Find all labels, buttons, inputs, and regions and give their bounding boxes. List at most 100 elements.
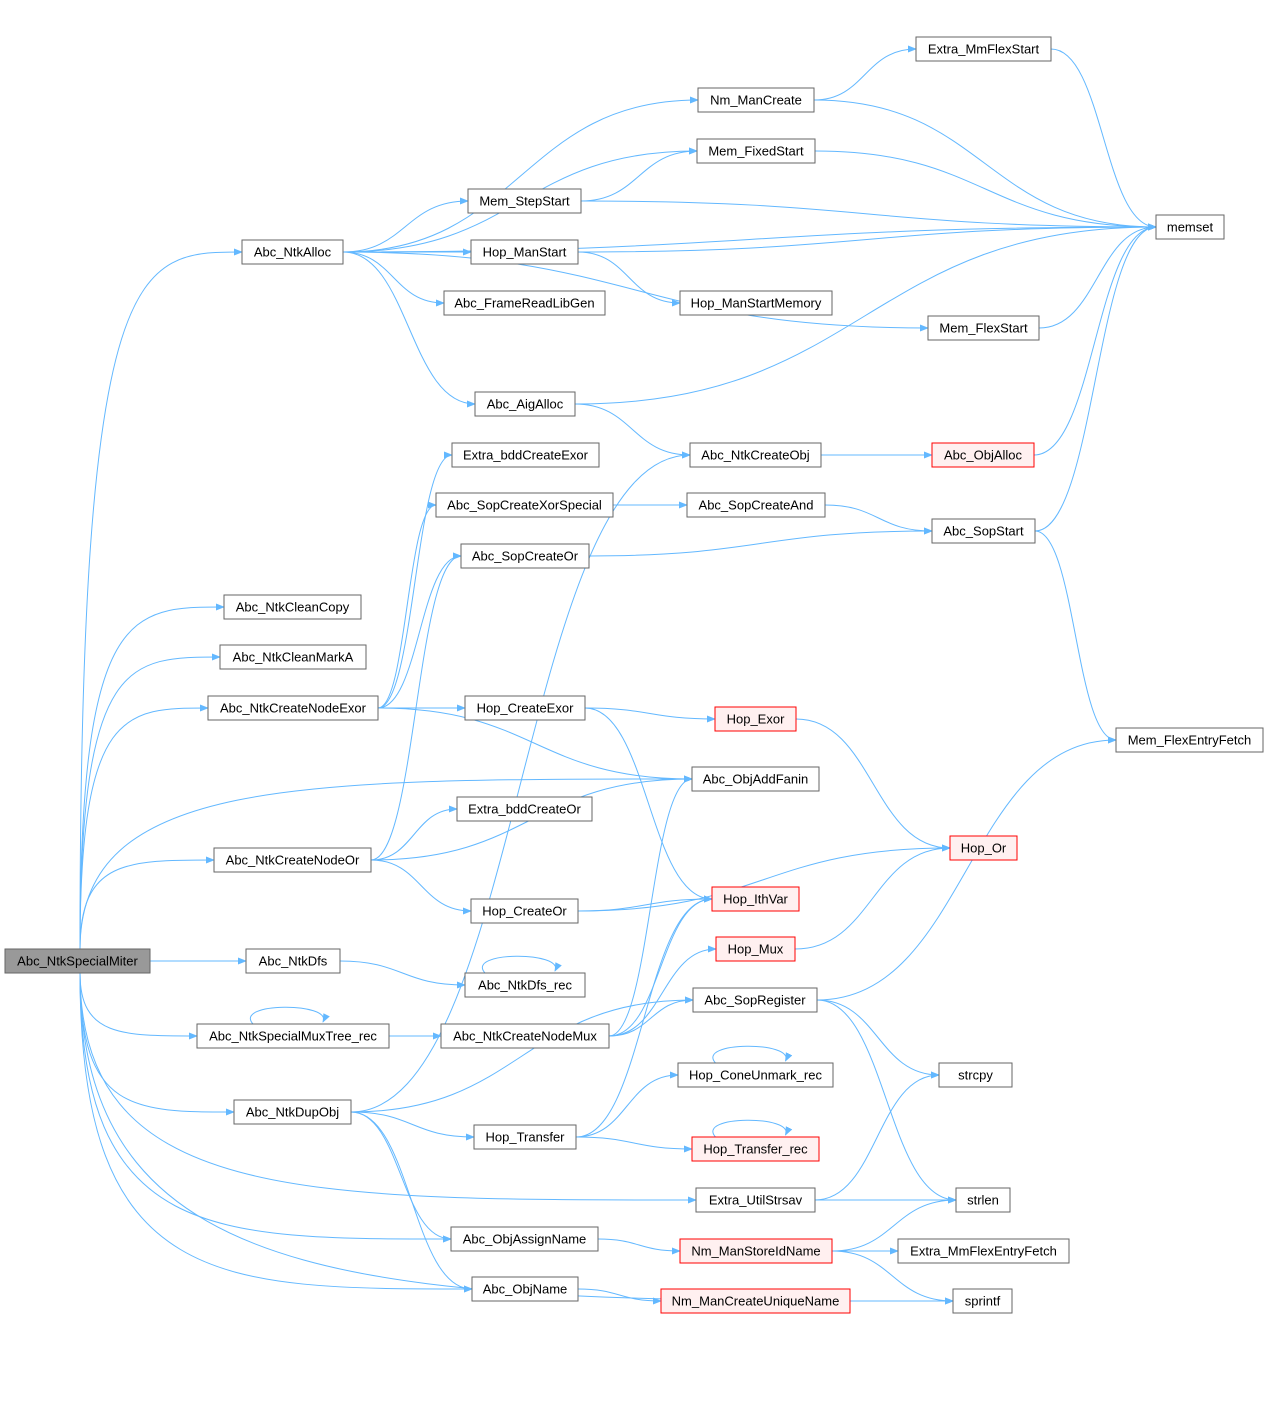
node-storeIdName[interactable]: Nm_ManStoreIdName	[679, 1238, 833, 1264]
node-label: Nm_ManCreateUniqueName	[672, 1294, 840, 1309]
node-hopMux[interactable]: Hop_Mux	[715, 936, 796, 962]
edge-aigAlloc-to-ntkCreateObj	[574, 403, 691, 459]
node-label: Abc_NtkSpecialMiter	[17, 954, 138, 969]
edge-createNodeOr-to-hopCreateOr	[370, 859, 472, 915]
node-box	[471, 1276, 579, 1302]
node-box	[207, 695, 379, 721]
node-label: Abc_NtkCreateNodeExor	[220, 701, 367, 716]
edge-hopCreateOr-to-hopOr	[577, 844, 951, 912]
node-box	[196, 1023, 390, 1049]
node-box	[233, 1099, 352, 1125]
node-label: Abc_SopStart	[943, 524, 1024, 539]
node-memFixedStart[interactable]: Mem_FixedStart	[696, 138, 816, 164]
edge-sopCreateOr-to-sopStart	[588, 527, 933, 557]
node-box	[715, 936, 796, 962]
node-createUniqueName[interactable]: Nm_ManCreateUniqueName	[660, 1288, 851, 1314]
node-ntkDfsRec[interactable]: Abc_NtkDfs_rec	[464, 972, 586, 998]
node-sopStart[interactable]: Abc_SopStart	[931, 518, 1036, 544]
node-box	[714, 706, 797, 732]
node-label: Hop_ManStart	[483, 245, 567, 260]
node-label: Hop_Transfer	[486, 1130, 566, 1145]
node-memFlexStart[interactable]: Mem_FlexStart	[927, 315, 1040, 341]
node-objAddFanin[interactable]: Abc_ObjAddFanin	[691, 766, 820, 792]
node-sopCreateXorSpecial[interactable]: Abc_SopCreateXorSpecial	[435, 492, 614, 518]
node-box	[660, 1288, 851, 1314]
edge-ntkAlloc-to-memFlexStart	[342, 251, 929, 332]
node-strcpy[interactable]: strcpy	[938, 1062, 1013, 1088]
node-ntkAlloc[interactable]: Abc_NtkAlloc	[241, 239, 344, 265]
node-box	[4, 948, 151, 974]
node-label: Abc_NtkAlloc	[254, 245, 332, 260]
node-label: Abc_NtkCreateNodeOr	[226, 853, 360, 868]
node-hopManStartMemory[interactable]: Hop_ManStartMemory	[679, 290, 833, 316]
node-nmManCreate[interactable]: Nm_ManCreate	[697, 87, 815, 113]
node-box	[955, 1187, 1011, 1213]
node-objAlloc[interactable]: Abc_ObjAlloc	[931, 442, 1035, 468]
node-sopCreateOr[interactable]: Abc_SopCreateOr	[460, 543, 590, 569]
edge-dupObj-to-sopRegister	[350, 996, 694, 1113]
edge-miter-to-cleanCopy	[79, 603, 225, 950]
node-bddCreateExor[interactable]: Extra_bddCreateExor	[451, 442, 600, 468]
edge-createNodeExor-to-objAddFanin	[377, 707, 693, 783]
node-hopOr[interactable]: Hop_Or	[949, 835, 1018, 861]
edge-memStepStart-to-memFixedStart	[580, 147, 698, 202]
node-sopCreateAnd[interactable]: Abc_SopCreateAnd	[686, 492, 826, 518]
node-createNodeMux[interactable]: Abc_NtkCreateNodeMux	[440, 1023, 610, 1049]
node-hopTransfer[interactable]: Hop_Transfer	[473, 1124, 577, 1150]
node-hopCreateExor[interactable]: Hop_CreateExor	[464, 695, 586, 721]
node-box	[435, 492, 614, 518]
node-box	[443, 290, 606, 316]
node-memFlexEntryFetch[interactable]: Mem_FlexEntryFetch	[1115, 727, 1264, 753]
node-dupObj[interactable]: Abc_NtkDupObj	[233, 1099, 352, 1125]
edge-createNodeMux-to-sopRegister	[608, 996, 694, 1037]
node-box	[467, 188, 582, 214]
edge-hopTransfer-to-coneUnmarkRec	[575, 1071, 679, 1138]
node-label: Abc_NtkCleanCopy	[236, 600, 350, 615]
node-label: strcpy	[958, 1068, 993, 1083]
edge-miter-to-utilStrsav	[79, 972, 697, 1204]
node-strlen[interactable]: strlen	[955, 1187, 1011, 1213]
node-mmFlexEntryFetch[interactable]: Extra_MmFlexEntryFetch	[897, 1238, 1070, 1264]
node-sopRegister[interactable]: Abc_SopRegister	[692, 987, 818, 1013]
node-sprintf[interactable]: sprintf	[952, 1288, 1013, 1314]
node-hopManStart[interactable]: Hop_ManStart	[470, 239, 579, 265]
node-createNodeExor[interactable]: Abc_NtkCreateNodeExor	[207, 695, 379, 721]
node-miter[interactable]: Abc_NtkSpecialMiter	[4, 948, 151, 974]
node-utilStrsav[interactable]: Extra_UtilStrsav	[695, 1187, 816, 1213]
node-box	[1155, 214, 1225, 240]
node-hopCreateOr[interactable]: Hop_CreateOr	[470, 898, 579, 924]
edge-sopRegister-to-memFlexEntryFetch	[816, 736, 1117, 1001]
edge-sopStart-to-memset	[1034, 223, 1157, 532]
edge-objAlloc-to-memset	[1033, 223, 1157, 456]
node-hopTransferRec[interactable]: Hop_Transfer_rec	[691, 1136, 820, 1162]
node-label: Hop_Transfer_rec	[703, 1142, 808, 1157]
node-box	[464, 972, 586, 998]
node-objAssignName[interactable]: Abc_ObjAssignName	[450, 1226, 599, 1252]
node-muxTreeRec[interactable]: Abc_NtkSpecialMuxTree_rec	[196, 1023, 390, 1049]
node-cleanMarkA[interactable]: Abc_NtkCleanMarkA	[219, 644, 367, 670]
node-ntkDfs[interactable]: Abc_NtkDfs	[245, 948, 341, 974]
node-box	[938, 1062, 1013, 1088]
edge-mmFlexStart-to-memset	[1050, 48, 1157, 231]
node-memset[interactable]: memset	[1155, 214, 1225, 240]
node-frameReadLibGen[interactable]: Abc_FrameReadLibGen	[443, 290, 606, 316]
node-cleanCopy[interactable]: Abc_NtkCleanCopy	[223, 594, 362, 620]
edge-hopCreateExor-to-hopIthVar	[584, 707, 713, 903]
node-aigAlloc[interactable]: Abc_AigAlloc	[474, 391, 576, 417]
edge-ntkDfs-to-ntkDfsRec	[339, 960, 466, 989]
node-box	[474, 391, 576, 417]
node-objName[interactable]: Abc_ObjName	[471, 1276, 579, 1302]
node-box	[677, 1062, 834, 1088]
node-memStepStart[interactable]: Mem_StepStart	[467, 188, 582, 214]
node-mmFlexStart[interactable]: Extra_MmFlexStart	[915, 36, 1052, 62]
edge-miter-to-objName	[79, 972, 473, 1293]
node-hopIthVar[interactable]: Hop_IthVar	[711, 886, 800, 912]
node-box	[952, 1288, 1013, 1314]
node-ntkCreateObj[interactable]: Abc_NtkCreateObj	[689, 442, 822, 468]
edge-storeIdName-to-sprintf	[831, 1250, 954, 1305]
node-bddCreateOr[interactable]: Extra_bddCreateOr	[456, 796, 593, 822]
node-createNodeOr[interactable]: Abc_NtkCreateNodeOr	[213, 847, 372, 873]
node-hopExor[interactable]: Hop_Exor	[714, 706, 797, 732]
edge-miter-to-objAssignName	[79, 972, 452, 1243]
node-coneUnmarkRec[interactable]: Hop_ConeUnmark_rec	[677, 1062, 834, 1088]
